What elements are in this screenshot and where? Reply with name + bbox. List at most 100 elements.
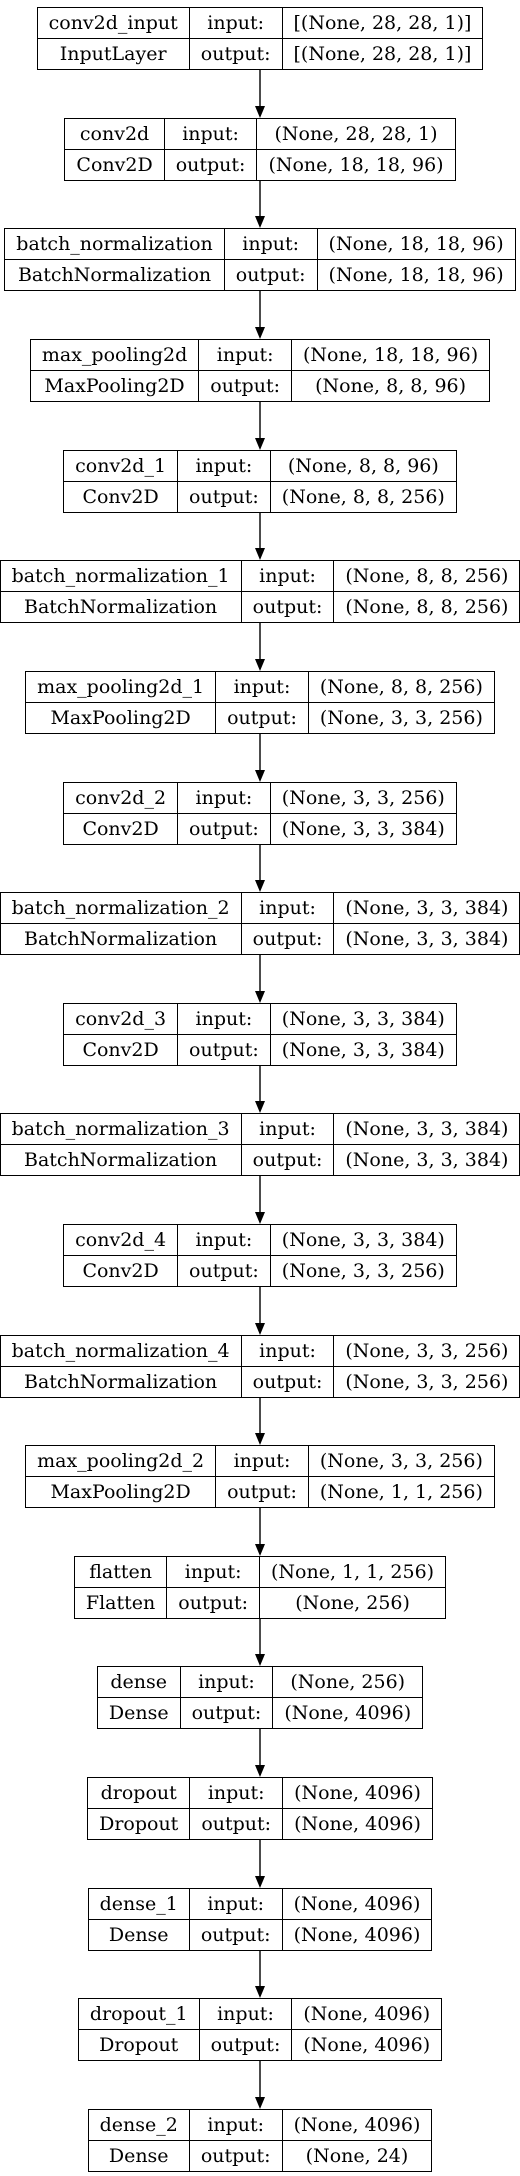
arrow-head-icon [255,770,265,782]
layer-output-label: output: [188,1919,283,1951]
layer-input-label: input: [188,7,283,39]
layer-name: batch_normalization_1 [0,560,242,592]
layer-output: (None, 4096) [281,1919,433,1951]
layer-output-label: output: [166,1587,261,1619]
layer-type: Dense [87,1919,190,1951]
arrow-head-icon [255,880,265,892]
layer-output: (None, 3, 3, 384) [333,923,520,955]
layer-name: dropout_1 [77,1998,200,2030]
arrow-head-icon [255,1654,265,1666]
layer-output: (None, 18, 18, 96) [316,259,516,291]
layer-output-label: output: [179,1697,274,1729]
layer-output-label: output: [215,702,309,734]
layer-output: (None, 3, 3, 384) [269,1034,457,1066]
layer-name: max_pooling2d_1 [25,671,217,703]
arrow-head-icon [255,1765,265,1777]
layer-type: BatchNormalization [0,923,242,955]
layer-output-label: output: [198,370,292,402]
layer-output: (None, 4096) [291,2029,443,2061]
layer-output: (None, 24) [281,2140,433,2172]
layer-input: (None, 4096) [291,1998,443,2030]
layer-name: batch_normalization_3 [0,1113,242,1145]
layer-output-label: output: [189,1808,284,1840]
layer-output: (None, 3, 3, 256) [307,702,495,734]
layer-output: (None, 8, 8, 256) [269,481,457,513]
layer-type: Conv2D [63,481,179,513]
layer-input-label: input: [215,1445,309,1477]
layer-output-label: output: [240,1366,335,1398]
layer-input-label: input: [240,560,335,592]
arrow-head-icon [255,106,265,118]
arrow-head-icon [255,1544,265,1556]
layer-name: dense_1 [87,1888,190,1920]
layer-output-label: output: [240,591,335,623]
layer-input-label: input: [166,1556,261,1588]
layer-input-label: input: [215,671,309,703]
layer-name: max_pooling2d_2 [25,1445,217,1477]
layer-input: (None, 3, 3, 384) [269,1224,457,1256]
layer-output-label: output: [188,2140,283,2172]
layer-output: (None, 18, 18, 96) [256,149,456,181]
layer-output: (None, 1, 1, 256) [307,1476,495,1508]
arrow-head-icon [255,991,265,1003]
layer-input: (None, 18, 18, 96) [316,228,516,260]
layer-name: dense_2 [87,2109,190,2141]
layer-input-label: input: [177,1003,271,1035]
layer-type: Dense [87,2140,190,2172]
layer-name: batch_normalization_4 [0,1335,242,1367]
layer-input: (None, 18, 18, 96) [290,339,491,371]
arrow-head-icon [255,1212,265,1224]
layer-input-label: input: [179,1666,274,1698]
layer-input-label: input: [188,2109,283,2141]
layer-type: InputLayer [36,38,190,70]
layer-type: Flatten [73,1587,168,1619]
layer-output: (None, 3, 3, 384) [269,813,457,845]
layer-output-label: output: [188,38,283,70]
layer-input: (None, 4096) [281,1888,433,1920]
layer-output-label: output: [163,149,258,181]
layer-input: (None, 256) [272,1666,424,1698]
layer-input: (None, 8, 8, 96) [269,450,457,482]
layer-output-label: output: [177,1255,271,1287]
layer-type: MaxPooling2D [29,370,200,402]
arrow-head-icon [255,659,265,671]
